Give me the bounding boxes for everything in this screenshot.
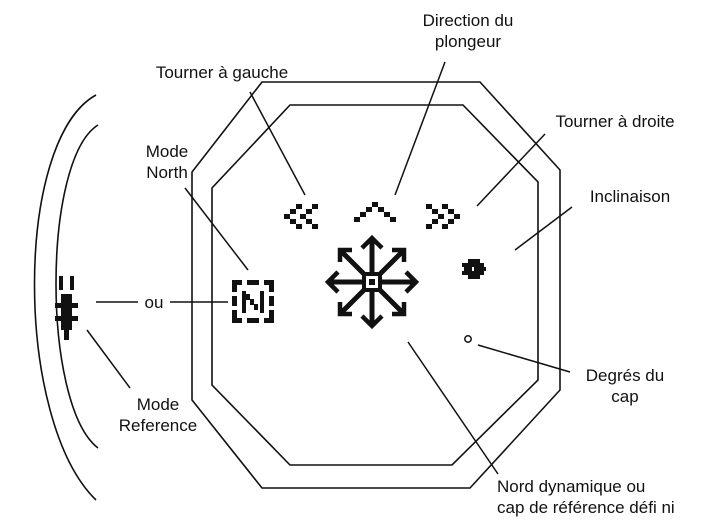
label-heading-degrees: Degrés du cap [585,366,665,406]
leader-reference-mode [86,329,131,389]
label-reference-mode: Mode Reference [118,395,198,435]
label-diver-direction: Direction du plongeur [422,11,514,51]
leader-turn-right [476,133,546,207]
outer-bezel [191,81,561,489]
leader-tilt [514,206,573,251]
leader-dynamic-north [407,341,499,475]
leader-lines [86,61,573,475]
leader-turn-left [249,91,306,196]
leader-north-mode [184,187,249,271]
label-or: ou [144,293,164,312]
label-turn-right: Tourner à droite [555,112,675,131]
north-mode-letter: N [0,0,1,1]
leader-heading-degrees [477,344,571,373]
direction-caret-icon [354,202,396,222]
tilt-indicator-icon [462,259,486,279]
label-north-mode: Mode North [145,142,189,182]
leader-diver-direction [394,61,446,196]
turn-left-chevrons-icon [284,204,318,229]
compass-rose-icon [324,234,420,330]
watch-outline [191,81,561,489]
heading-degree-dot-icon [464,335,472,343]
turn-right-chevrons-icon [426,204,460,229]
label-turn-left: Tourner à gauche [155,63,289,82]
north-mode-icon [232,280,274,323]
inner-bezel [211,104,539,466]
outer-arc [33,94,97,501]
side-arcs [33,94,99,501]
reference-mode-icon [55,276,78,340]
screen-glyphs [55,202,486,340]
inner-arc [55,124,99,449]
label-dynamic-north: Nord dynamique ou cap de référence défi … [497,477,675,517]
label-tilt: Inclinaison [589,187,671,206]
